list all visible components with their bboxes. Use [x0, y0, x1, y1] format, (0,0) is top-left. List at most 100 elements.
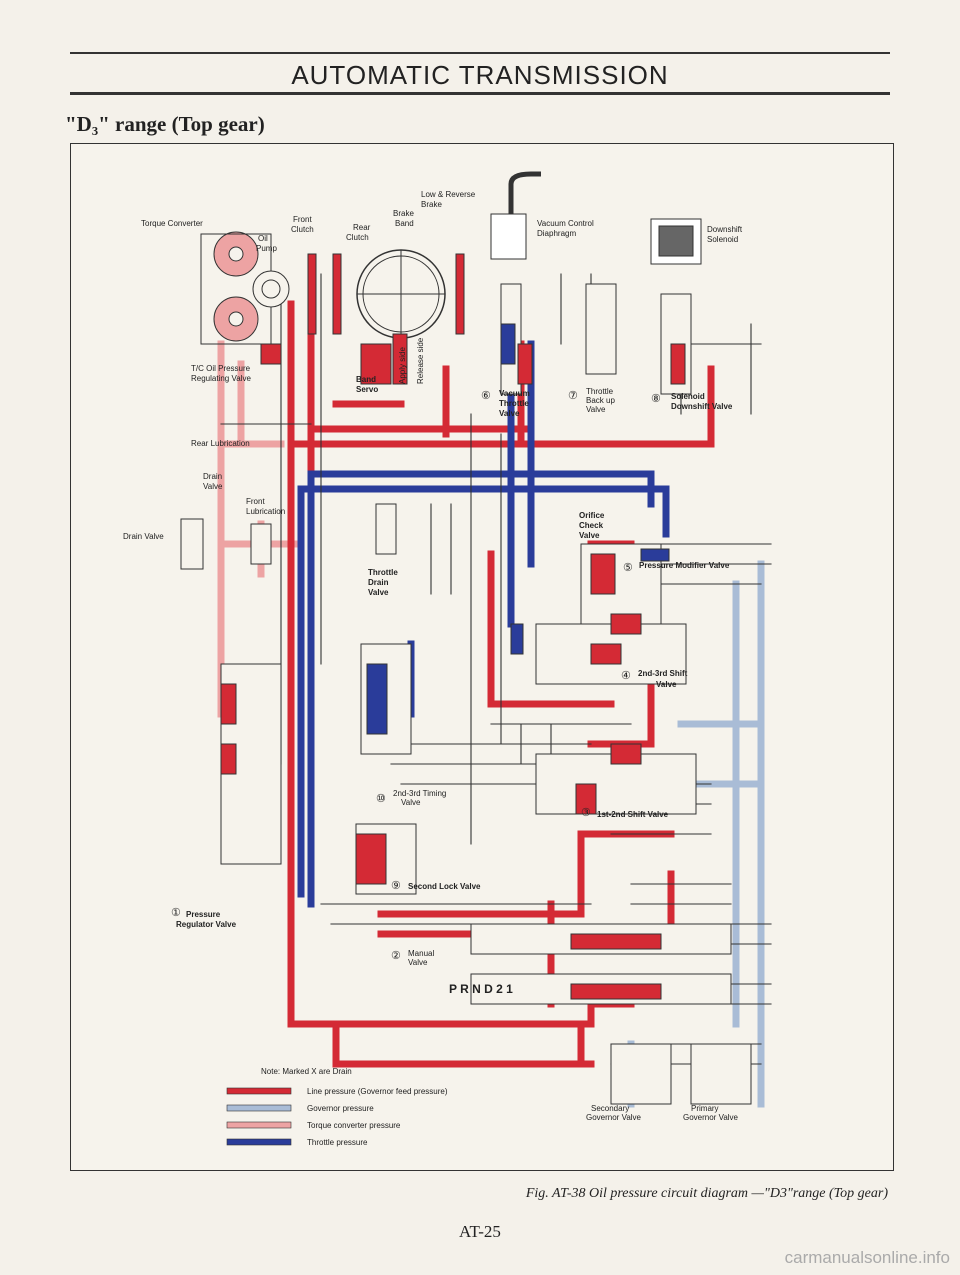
label-orifice-check-2: Check [579, 521, 604, 530]
valve-number-3: ③ [581, 807, 591, 819]
label-brake-band-1: Brake [393, 209, 414, 218]
component-labels: Torque Converter Oil Pump Front Clutch R… [123, 190, 743, 1122]
label-solenoid-downshift-1: Solenoid [671, 392, 705, 401]
legend-swatch-converter [226, 1121, 292, 1129]
label-vacuum-control-2: Diaphragm [537, 229, 576, 238]
page-header-title: AUTOMATIC TRANSMISSION [291, 60, 669, 90]
label-pressure-modifier: Pressure Modifier Valve [639, 561, 730, 570]
label-front-lubrication-2: Lubrication [246, 507, 285, 516]
label-tc-regulating-1: T/C Oil Pressure [191, 364, 251, 373]
label-apply-side: Apply side [398, 347, 407, 384]
valve-number-10: ⑩ [376, 793, 386, 805]
section-title: "D₃" range (Top gear) [65, 112, 265, 136]
label-front-lubrication-1: Front [246, 497, 265, 506]
label-throttle-drain-2: Drain [368, 578, 389, 587]
label-rear-clutch-1: Rear [353, 223, 371, 232]
valve-bodies [180, 283, 752, 1105]
label-vacuum-throttle-3: Valve [499, 409, 520, 418]
label-torque-converter: Torque Converter [141, 219, 203, 228]
label-brake-band-2: Band [395, 219, 414, 228]
valve-number-4: ④ [621, 670, 631, 682]
label-throttle-backup-2: Back up [586, 396, 615, 405]
legend-swatch-line [226, 1087, 292, 1095]
header-rule-top [70, 52, 890, 54]
torque-converter [200, 231, 272, 345]
label-manual-valve-1: Manual [408, 949, 434, 958]
label-front-clutch-2: Clutch [291, 225, 314, 234]
label-rear-clutch-2: Clutch [346, 233, 369, 242]
valve-number-6: ⑥ [481, 390, 491, 402]
label-timing-23-1: 2nd-3rd Timing [393, 789, 446, 798]
legend-line-pressure: Line pressure (Governor feed pressure) [226, 1087, 448, 1096]
band-servo [360, 333, 408, 385]
watermark[interactable]: carmanualsonline.info [784, 1248, 950, 1267]
label-solenoid-downshift-2: Downshift Valve [671, 402, 733, 411]
label-vacuum-throttle-2: Throttle [499, 399, 529, 408]
label-throttle-backup-3: Valve [586, 405, 606, 414]
label-throttle-backup-1: Throttle [586, 387, 614, 396]
valve-spools-blue [366, 323, 670, 735]
label-vacuum-control-1: Vacuum Control [537, 219, 594, 228]
label-second-lock: Second Lock Valve [408, 882, 481, 891]
oil-pump [252, 270, 290, 365]
label-primary-governor-1: Primary [691, 1104, 719, 1113]
label-orifice-check-3: Valve [579, 531, 600, 540]
label-low-reverse-1: Low & Reverse [421, 190, 476, 199]
valve-number-8: ⑧ [651, 393, 661, 405]
label-drain-valve-upper-2: Valve [203, 482, 223, 491]
label-shift-12: 1st-2nd Shift Valve [597, 810, 669, 819]
valve-number-5: ⑤ [623, 562, 633, 574]
label-band-servo-2: Servo [356, 385, 378, 394]
legend-label-line: Line pressure (Governor feed pressure) [307, 1087, 448, 1096]
label-tc-regulating-2: Regulating Valve [191, 374, 251, 383]
legend-governor-pressure: Governor pressure [226, 1104, 374, 1113]
legend-converter-pressure: Torque converter pressure [226, 1121, 401, 1130]
label-prnd21: P R N D 2 1 [449, 982, 513, 996]
note-drain: Note: Marked X are Drain [261, 1067, 352, 1076]
legend-throttle-pressure: Throttle pressure [226, 1138, 368, 1147]
label-manual-valve-2: Valve [408, 958, 428, 967]
oil-circuit-diagram: ⑥ ⑦ ⑧ ⑤ ④ ⑩ ③ ⑨ ① ② Torque Converter Oil… [123, 171, 772, 1147]
label-shift-23-2: Valve [656, 680, 677, 689]
valve-number-2: ② [391, 950, 401, 962]
vacuum-diaphragm [490, 171, 541, 260]
label-rear-lubrication: Rear Lubrication [191, 439, 250, 448]
legend-label-converter: Torque converter pressure [307, 1121, 401, 1130]
valve-number-1: ① [171, 907, 181, 919]
label-throttle-drain-3: Valve [368, 588, 389, 597]
valve-spools-red [220, 343, 686, 1000]
label-drain-valve-upper-1: Drain [203, 472, 222, 481]
label-oil-pump-2: Pump [256, 244, 277, 253]
label-shift-23-1: 2nd-3rd Shift [638, 669, 688, 678]
legend-label-throttle: Throttle pressure [307, 1138, 368, 1147]
legend-swatch-throttle [226, 1138, 292, 1146]
label-downshift-solenoid-1: Downshift [707, 225, 743, 234]
label-low-reverse-2: Brake [421, 200, 442, 209]
diagram-frame: ⑥ ⑦ ⑧ ⑤ ④ ⑩ ③ ⑨ ① ② Torque Converter Oil… [70, 143, 894, 1171]
valve-number-9: ⑨ [391, 880, 401, 892]
label-pressure-regulator-2: Regulator Valve [176, 920, 237, 929]
label-downshift-solenoid-2: Solenoid [707, 235, 738, 244]
figure-caption: Fig. AT-38 Oil pressure circuit diagram … [525, 1186, 888, 1201]
label-band-servo-1: Band [356, 375, 376, 384]
label-timing-23-2: Valve [401, 798, 421, 807]
label-vacuum-throttle-1: Vacuum [499, 389, 530, 398]
label-secondary-governor-2: Governor Valve [586, 1113, 642, 1122]
valve-numbers: ⑥ ⑦ ⑧ ⑤ ④ ⑩ ③ ⑨ ① ② [171, 390, 661, 962]
label-release-side: Release side [416, 337, 425, 384]
label-secondary-governor-1: Secondary [591, 1104, 629, 1113]
label-drain-valve-left: Drain Valve [123, 532, 164, 541]
downshift-solenoid [650, 218, 702, 265]
header-rule-bottom [70, 92, 890, 95]
brake-band-drum [356, 249, 446, 339]
legend-swatch-governor [226, 1104, 292, 1112]
label-throttle-drain-1: Throttle [368, 568, 398, 577]
label-orifice-check-1: Orifice [579, 511, 605, 520]
legend: Note: Marked X are Drain Line pressure (… [226, 1067, 448, 1147]
label-primary-governor-2: Governor Valve [683, 1113, 739, 1122]
legend-label-governor: Governor pressure [307, 1104, 374, 1113]
label-pressure-regulator-1: Pressure [186, 910, 221, 919]
clutch-packs [307, 253, 465, 335]
valve-number-7: ⑦ [568, 390, 578, 402]
label-oil-pump-1: Oil [258, 234, 268, 243]
